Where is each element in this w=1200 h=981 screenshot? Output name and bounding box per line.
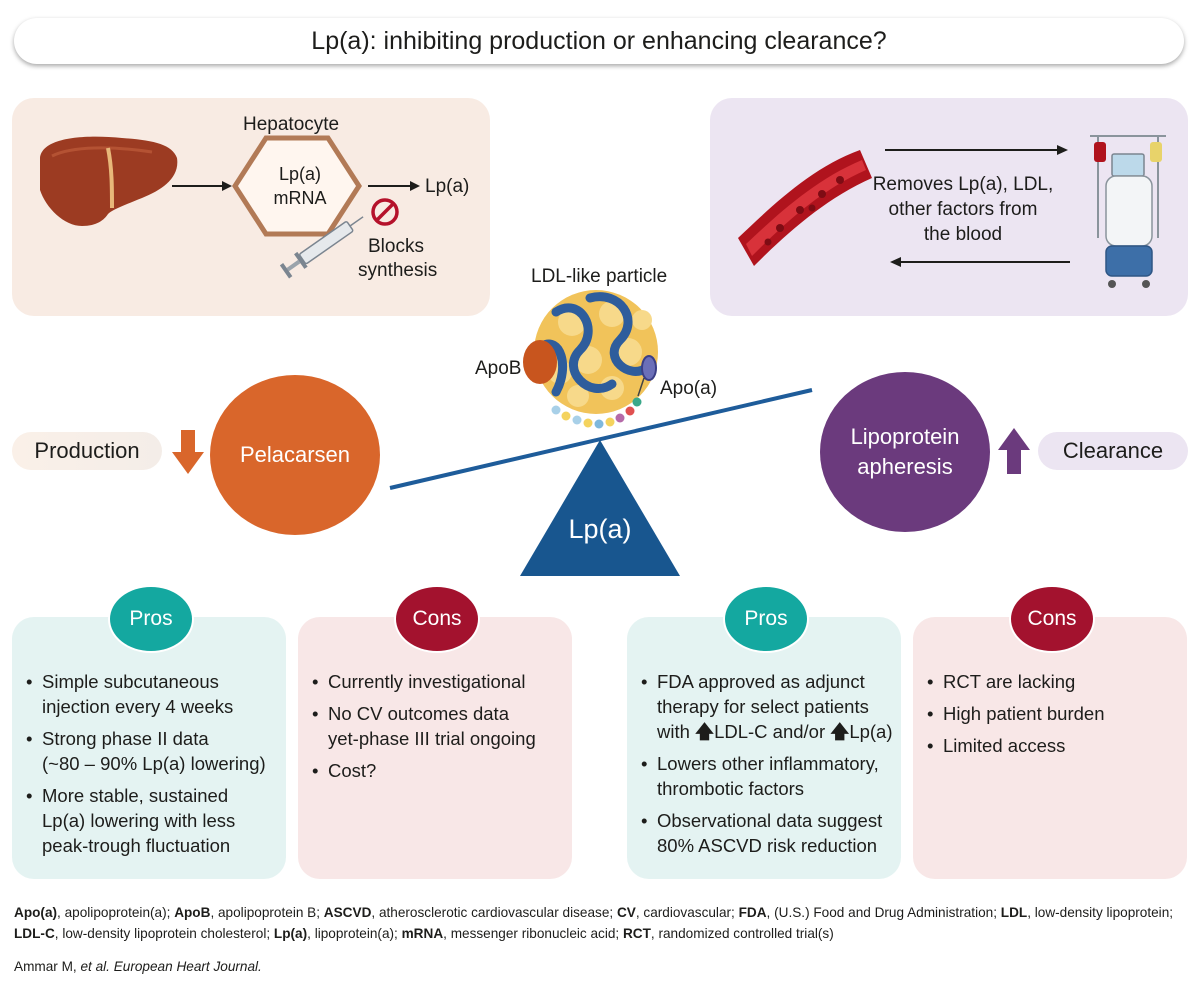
abbreviation-term: mRNA [401, 926, 444, 941]
clearance-label: Clearance [1062, 438, 1164, 463]
abbreviation-definition: , randomized controlled trial(s) [650, 926, 834, 941]
abbreviation-term: ApoB [174, 905, 211, 920]
abbreviation-term: FDA [738, 905, 767, 920]
apheresis-cons-box: •RCT are lacking •High patient burden •L… [913, 617, 1187, 879]
abbreviation-definition: , low-density lipoprotein; [1027, 905, 1174, 920]
no-symbol-icon [371, 198, 399, 226]
pelacarsen-label: Pelacarsen [239, 442, 351, 467]
arrow-up-icon [998, 428, 1030, 474]
abbreviation-definition: , atherosclerotic cardiovascular disease… [371, 905, 617, 920]
citation: Ammar M, et al. European Heart Journal. [14, 959, 262, 974]
apheresis-circle: Lipoprotein apheresis [820, 372, 990, 532]
abbreviation-term: ASCVD [323, 905, 372, 920]
apheresis-line2: apheresis [857, 454, 953, 479]
hex-line2: mRNA [273, 188, 327, 208]
lpa-output-label: Lp(a) [425, 176, 470, 197]
pelacarsen-circle: Pelacarsen [210, 375, 380, 535]
blood-vessel-icon [738, 150, 872, 266]
fulcrum-label: Lp(a) [568, 514, 632, 544]
list-item: •Strong phase II data(~80 – 90% Lp(a) lo… [26, 728, 266, 774]
clearance-mechanism-art [738, 135, 1166, 288]
abbreviation-definition: , cardiovascular; [635, 905, 739, 920]
fulcrum-triangle [520, 440, 680, 576]
list-item: •High patient burden [927, 703, 1105, 724]
hepatocyte-label: Hepatocyte [243, 114, 340, 135]
arrow-up-small-icon: 🡅 [830, 721, 850, 742]
abbreviation-term: LDL-C [14, 926, 55, 941]
list-item: •Cost? [312, 760, 377, 781]
blocks-line2: synthesis [358, 260, 438, 281]
abbreviation-term: CV [616, 905, 636, 920]
lipoprotein-particle-icon [523, 290, 658, 429]
pelacarsen-cons-box: •Currently investigational •No CV outcom… [298, 617, 572, 879]
production-mechanism-art [40, 135, 420, 279]
apob-label: ApoB [475, 358, 522, 379]
apoa-label: Apo(a) [660, 378, 718, 399]
abbreviation-definition: , apolipoprotein(a); [57, 905, 175, 920]
arrow-up-small-icon: 🡅 [695, 721, 715, 742]
page-title: Lp(a): inhibiting production or enhancin… [14, 18, 1184, 64]
cons-badge: Cons [394, 585, 480, 653]
clearance-pill: Clearance [1038, 432, 1188, 470]
abbreviation-definition: , lipoprotein(a); [307, 926, 402, 941]
abbreviation-term: Apo(a) [14, 905, 58, 920]
arrow-down-icon [172, 430, 204, 474]
hex-line1: Lp(a) [278, 164, 322, 184]
apheresis-line1: Lipoprotein [850, 424, 960, 449]
liver-icon [40, 136, 178, 226]
cons-badge: Cons [1009, 585, 1095, 653]
removes-line1: Removes Lp(a), LDL, [872, 174, 1054, 195]
seesaw [389, 290, 813, 576]
abbreviation-definition: , (U.S.) Food and Drug Administration; [766, 905, 1001, 920]
abbreviation-definition: , messenger ribonucleic acid; [443, 926, 623, 941]
apheresis-machine-icon [1090, 135, 1166, 288]
list-item: •RCT are lacking [927, 671, 1076, 692]
abbreviation-definition: , low-density lipoprotein cholesterol; [54, 926, 274, 941]
title-text: Lp(a): inhibiting production or enhancin… [311, 26, 887, 55]
removes-line3: the blood [923, 224, 1003, 245]
abbreviation-term: Lp(a) [273, 926, 308, 941]
abbreviation-term: LDL [1000, 905, 1028, 920]
pros-badge: Pros [108, 585, 194, 653]
blocks-line1: Blocks [368, 236, 424, 257]
list-item: •Currently investigational [312, 671, 526, 692]
abbreviation-definition: , apolipoprotein B; [210, 905, 324, 920]
list-item: •Limited access [927, 735, 1066, 756]
removes-line2: other factors from [888, 199, 1038, 220]
abbreviations-footnote: Apo(a), apolipoprotein(a); ApoB, apolipo… [14, 902, 1194, 944]
syringe-icon [279, 216, 364, 279]
abbreviation-term: RCT [622, 926, 651, 941]
production-label: Production [34, 438, 140, 463]
pros-badge: Pros [723, 585, 809, 653]
particle-title: LDL-like particle [531, 266, 668, 287]
seesaw-beam [389, 388, 813, 490]
list-item: •Lowers other inflammatory,thrombotic fa… [641, 753, 879, 799]
production-pill: Production [12, 432, 162, 470]
